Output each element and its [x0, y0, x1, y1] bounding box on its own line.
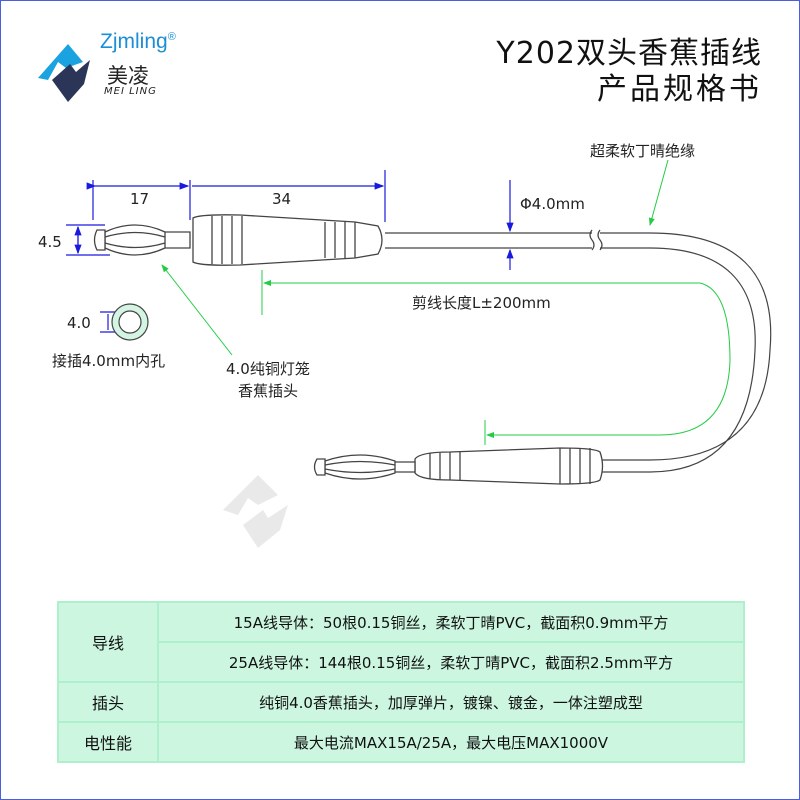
row-value: 25A线导体：144根0.15铜丝，柔软丁晴PVC，截面积2.5mm平方 — [157, 641, 745, 683]
leader-lines — [161, 159, 731, 445]
length-label: 剪线长度L±200mm — [412, 294, 551, 312]
dim-hole-diameter: 4.0 — [67, 314, 91, 332]
page-title: Y202双头香蕉插线 — [496, 36, 762, 71]
spec-table: 导线 15A线导体：50根0.15铜丝，柔软丁晴PVC，截面积0.9mm平方 2… — [57, 601, 745, 763]
dim-tip-diameter: 4.5 — [38, 233, 62, 251]
upper-plug — [93, 214, 383, 266]
brand-name-cn: 美凌 — [107, 64, 149, 88]
row-header-wire: 导线 — [57, 601, 159, 683]
cable — [385, 229, 772, 473]
table-row: 导线 15A线导体：50根0.15铜丝，柔软丁晴PVC，截面积0.9mm平方 — [57, 601, 745, 683]
table-row: 电性能 最大电流MAX15A/25A，最大电压MAX1000V — [57, 721, 745, 763]
insulation-label: 超柔软丁晴绝缘 — [590, 142, 696, 160]
plug-label-line2: 香蕉插头 — [238, 382, 299, 400]
dimension-lines — [66, 170, 514, 333]
brand-name-pinyin: MEI LING — [104, 86, 157, 97]
dim-tip-length: 17 — [130, 190, 150, 208]
brand-name-en: Zjmling® — [100, 30, 176, 53]
brand-logo-icon — [38, 44, 90, 102]
plug-label-line1: 4.0纯铜灯笼 — [226, 360, 310, 378]
hole-ring-icon — [111, 303, 149, 341]
row-value: 纯铜4.0香蕉插头，加厚弹片，镀镍、镀金，一体注塑成型 — [157, 681, 745, 723]
row-value: 最大电流MAX15A/25A，最大电压MAX1000V — [157, 721, 745, 763]
cable-drawing — [66, 159, 772, 485]
table-row: 25A线导体：144根0.15铜丝，柔软丁晴PVC，截面积2.5mm平方 — [58, 641, 745, 683]
row-header-electrical: 电性能 — [57, 721, 159, 763]
dim-body-length: 34 — [272, 190, 292, 208]
cable-diameter-label: Φ4.0mm — [520, 195, 585, 213]
watermark-logo — [218, 470, 298, 554]
page-subtitle: 产品规格书 — [597, 72, 762, 107]
table-row: 插头 纯铜4.0香蕉插头，加厚弹片，镀镍、镀金，一体注塑成型 — [57, 681, 745, 723]
row-value: 15A线导体：50根0.15铜丝，柔软丁晴PVC，截面积0.9mm平方 — [157, 601, 745, 643]
row-header-plug: 插头 — [57, 681, 159, 723]
lower-plug — [313, 447, 604, 485]
hole-label: 接插4.0mm内孔 — [52, 352, 166, 370]
